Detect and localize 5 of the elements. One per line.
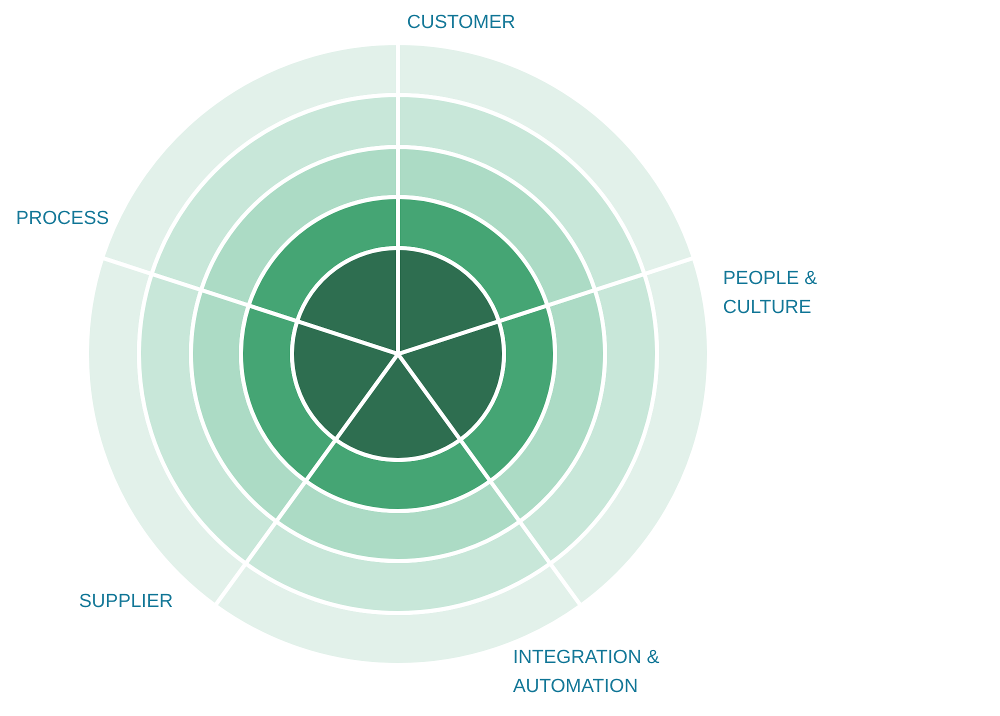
axis-label: PROCESS — [16, 207, 109, 231]
axis-label: CUSTOMER — [407, 11, 516, 35]
axis-label: INTEGRATION & AUTOMATION — [513, 646, 660, 699]
axis-label: PEOPLE & CULTURE — [723, 267, 818, 320]
axis-label: SUPPLIER — [79, 590, 173, 614]
